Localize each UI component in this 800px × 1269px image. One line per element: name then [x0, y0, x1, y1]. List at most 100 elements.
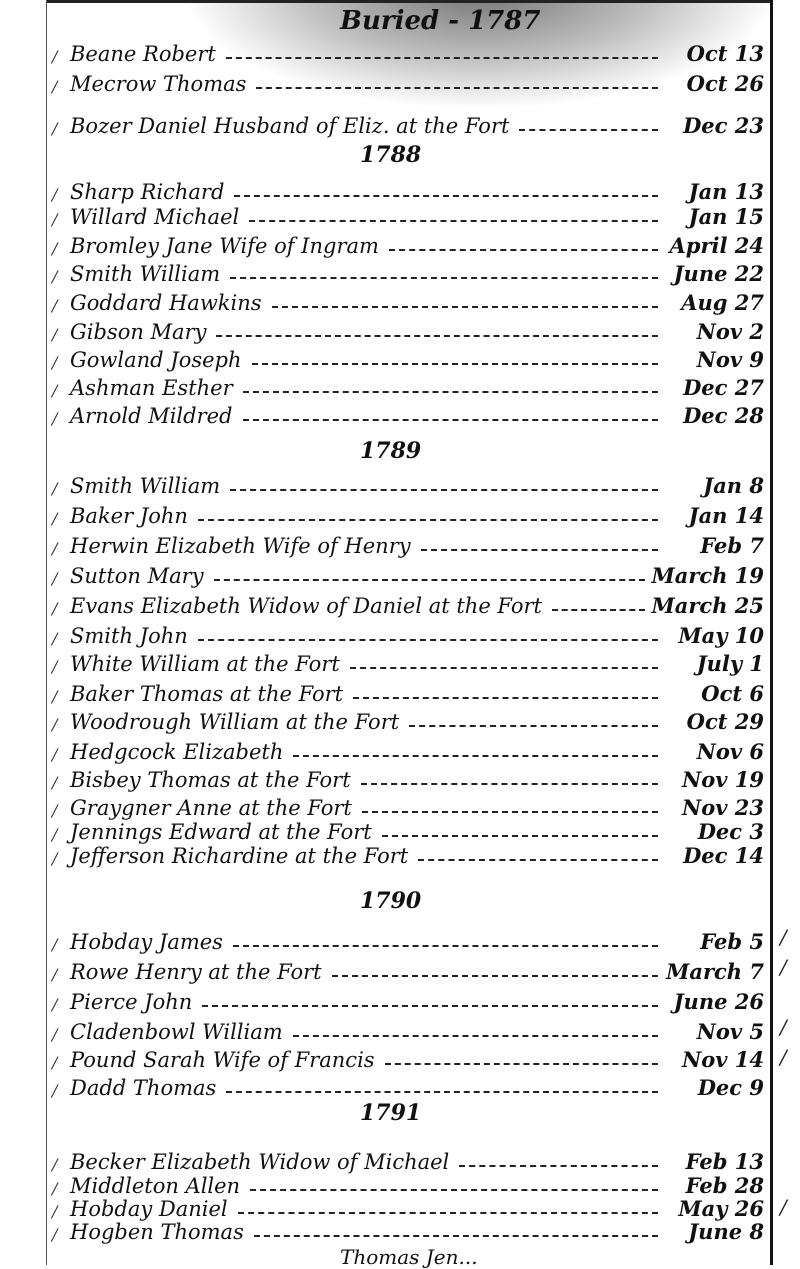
entry-name: Mecrow Thomas — [70, 72, 247, 96]
tick-mark: / — [52, 1225, 58, 1244]
dash-leader — [420, 549, 658, 551]
burial-entry: /Evans Elizabeth Widow of Daniel at the … — [52, 592, 764, 618]
entry-date: Feb 7 — [700, 533, 764, 558]
tick-mark: / — [52, 267, 58, 286]
entry-name: White William at the Fort — [70, 652, 340, 676]
dash-leader — [237, 1212, 658, 1214]
dash-leader — [271, 306, 658, 308]
tick-mark: / — [52, 47, 58, 66]
entry-name: Hobday James — [70, 930, 223, 954]
year-heading: 1790 — [360, 888, 422, 914]
dash-leader — [418, 859, 658, 861]
dash-leader — [253, 1235, 658, 1237]
entry-name: Sharp Richard — [70, 180, 225, 204]
tick-mark: / — [52, 1202, 58, 1221]
entry-name: Bromley Jane Wife of Ingram — [70, 234, 379, 258]
entry-date: Nov 23 — [682, 795, 764, 820]
partial-entry: Thomas Jen... — [340, 1245, 478, 1269]
tick-mark: / — [52, 657, 58, 676]
entry-name: Smith William — [70, 474, 221, 498]
dash-leader — [226, 1091, 658, 1093]
entry-name: Hobday Daniel — [70, 1197, 228, 1221]
register-title: Buried - 1787 — [340, 6, 541, 36]
dash-leader — [249, 220, 658, 222]
entry-date: Dec 28 — [683, 403, 764, 428]
entry-name: Hogben Thomas — [70, 1220, 244, 1244]
tick-mark: / — [52, 381, 58, 400]
entry-name: Arnold Mildred — [70, 404, 233, 428]
entry-name: Pound Sarah Wife of Francis — [70, 1048, 375, 1072]
tick-mark: / — [52, 599, 58, 618]
entry-name: Ashman Esther — [70, 376, 233, 400]
entry-name: Smith John — [70, 624, 188, 648]
entry-name: Baker John — [70, 504, 188, 528]
tick-mark: / — [52, 1025, 58, 1044]
entry-name: Gowland Joseph — [70, 348, 242, 372]
entry-name: Dadd Thomas — [70, 1076, 217, 1100]
dash-leader — [230, 277, 658, 279]
entry-name: Bozer Daniel Husband of Eliz. at the For… — [70, 114, 510, 138]
dash-leader — [292, 1035, 658, 1037]
margin-rule — [46, 0, 47, 1265]
entry-date: Jan 13 — [688, 179, 764, 204]
dash-leader — [409, 725, 658, 727]
dash-leader — [197, 519, 658, 521]
year-heading: 1791 — [360, 1100, 422, 1126]
dash-leader — [232, 945, 658, 947]
entry-date: June 8 — [688, 1219, 764, 1244]
entry-date: March 7 — [666, 959, 764, 984]
entry-date: Feb 13 — [685, 1149, 764, 1174]
tick-mark: / — [52, 239, 58, 258]
entry-date: Nov 14 — [682, 1047, 764, 1072]
entry-date: Dec 23 — [683, 113, 764, 138]
entry-name: Becker Elizabeth Widow of Michael — [70, 1150, 450, 1174]
entry-name: Hedgcock Elizabeth — [70, 740, 284, 764]
entry-date: April 24 — [669, 233, 764, 258]
entry-date: Nov 2 — [696, 319, 764, 344]
dash-leader — [360, 783, 658, 785]
entry-name: Cladenbowl William — [70, 1020, 283, 1044]
tick-mark: / — [52, 1155, 58, 1174]
entry-name: Willard Michael — [70, 205, 240, 229]
tick-mark: / — [52, 935, 58, 954]
tick-mark: / — [52, 715, 58, 734]
scan-smudge — [180, 0, 780, 110]
margin-tick: / — [780, 1015, 787, 1039]
entry-date: May 26 — [678, 1196, 764, 1221]
dash-leader — [230, 489, 658, 491]
tick-mark: / — [52, 479, 58, 498]
tick-mark: / — [52, 210, 58, 229]
entry-name: Pierce John — [70, 990, 193, 1014]
tick-mark: / — [52, 745, 58, 764]
dash-leader — [381, 835, 658, 837]
entry-name: Woodrough William at the Fort — [70, 710, 400, 734]
dash-leader — [242, 419, 658, 421]
entry-date: Jan 14 — [688, 503, 764, 528]
margin-tick: / — [780, 1045, 787, 1069]
tick-mark: / — [52, 1179, 58, 1198]
page-top-rule — [46, 0, 772, 3]
dash-leader — [202, 1005, 658, 1007]
entry-date: Dec 27 — [683, 375, 764, 400]
tick-mark: / — [52, 325, 58, 344]
dash-leader — [519, 129, 658, 131]
